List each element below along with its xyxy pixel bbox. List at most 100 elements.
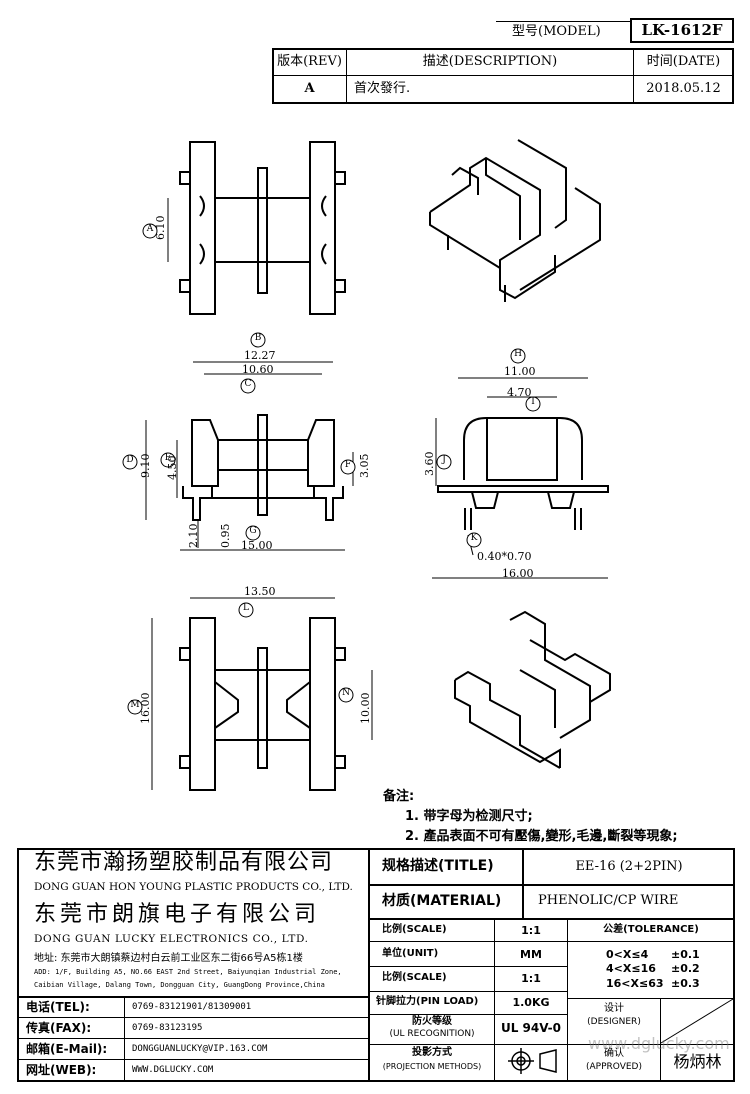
unit-label: 单位(UNIT) [382,948,439,959]
dim-value-g: 15.00 [241,539,273,552]
contacts-row-divider [18,1059,368,1060]
spec-row-divider [369,1014,567,1015]
desc-value: 首次發行. [354,81,411,96]
dim-value-i: 4.70 [507,386,532,399]
spec-row-divider [369,941,567,942]
title-label: 规格描述(TITLE) [382,858,494,874]
bottom-view-flange-left [189,617,216,791]
company-name-1-en: DONG GUAN HON YOUNG PLASTIC PRODUCTS CO.… [34,881,353,893]
bottom-view-center-flange [257,647,268,769]
title-row-divider [369,884,734,886]
dim-value-pin-w: 0.95 [219,523,232,549]
dim-value-m: 16.00 [139,692,152,725]
note-item: 1. 带字母为检测尺寸; [405,809,533,824]
contact-value: DONGGUANLUCKY@VIP.163.COM [132,1044,268,1054]
tolerance-range-2: 4<X≤16 [606,962,656,975]
tolerance-row-divider [567,941,734,942]
contact-value: WWW.DGLUCKY.COM [132,1065,214,1075]
dim-letter-e: E [164,453,172,463]
spec-col-divider-2 [567,919,568,1081]
company-name-1-cn: 东莞市瀚扬塑胶制品有限公司 [34,850,334,875]
tolerance-bottom-divider [567,998,734,999]
notes-title: 备注: [383,789,415,804]
contact-label: 电话(TEL): [26,1000,90,1014]
model-value: LK-1612F [641,21,723,39]
spec-row-divider [369,1044,734,1045]
model-label: 型号(MODEL) [512,24,601,39]
fire-label-en: (UL RECOGNITION) [389,1029,475,1039]
approved-label-en: (APPROVED) [586,1062,642,1072]
material-row-divider [369,918,734,920]
title-col-divider [522,849,524,918]
company-name-2-en: DONG GUAN LUCKY ELECTRONICS CO., LTD. [34,933,309,945]
dim-value-l: 13.50 [244,585,276,598]
title-block-main-divider [368,849,370,1081]
dim-value-e: 4.50 [166,455,179,481]
front-view-flange-left [191,419,219,487]
dim-value-a: 6.10 [154,215,167,241]
company-address-en-2: Caibian Village, Dalang Town, Dongguan C… [34,981,325,989]
revision-row-divider [273,75,733,76]
rev-value: A [304,81,315,96]
approved-label-cn: 确认 [604,1048,624,1059]
date-value: 2018.05.12 [646,81,721,96]
scale-value: 1:1 [521,924,541,937]
designer-label-cn: 设计 [604,1003,624,1014]
top-view-center-flange [257,167,268,294]
dim-letter-k: K [470,533,478,543]
projection-label-en: (PROJECTION METHODS) [382,1062,482,1071]
fire-label-cn: 防火等级 [412,1016,452,1027]
dim-letter-h: H [514,349,522,359]
revision-col-divider-1 [346,49,347,103]
model-line [496,21,631,22]
fire-value: UL 94V-0 [500,1021,561,1035]
designer-col-divider [660,998,661,1081]
dim-value-c: 10.60 [242,363,274,376]
dim-letter-l: L [243,603,249,613]
company-address-cn: 地址: 东莞市大朗镇蔡边村白云前工业区东二街66号A5栋1楼 [34,953,303,964]
contact-label: 邮箱(E-Mail): [26,1042,108,1056]
rev-label: 版本(REV) [277,54,342,69]
bottom-view-flange-right [309,617,336,791]
dim-letter-n: N [342,688,350,698]
top-view-flange-right [309,141,336,315]
scale2-label: 比例(SCALE) [382,972,447,983]
dim-value-n: 10.00 [359,692,372,725]
title-block-frame [17,848,735,1082]
unit-value: MM [520,948,542,961]
tolerance-range-3: 16<X≤63 [606,977,664,990]
spec-row-divider [369,991,567,992]
pin-load-label: 针脚拉力(PIN LOAD) [376,996,479,1007]
material-label: 材质(MATERIAL) [382,893,502,909]
dim-letter-g: G [249,526,257,536]
contact-value: 0769-83123195 [132,1023,203,1033]
model-box [630,18,734,43]
tolerance-value-1: ±0.1 [671,948,700,961]
dim-letter-i: I [531,397,535,407]
tolerance-value-3: ±0.3 [671,977,700,990]
front-view-center-flange [257,414,268,516]
contacts-row-divider [18,1017,368,1018]
dim-letter-f: F [344,460,352,470]
dim-value-j: 3.60 [423,451,436,477]
dim-letter-c: C [244,379,252,389]
scale-label: 比例(SCALE) [382,924,447,935]
front-view-flange-right [307,419,335,487]
title-value: EE-16 (2+2PIN) [575,859,683,874]
contacts-col-divider [124,997,125,1081]
iso-view-bottom [454,670,561,769]
dim-letter-a: A [146,224,154,234]
company-address-en-1: ADD: 1/F, Building A5, NO.66 EAST 2nd St… [34,968,342,976]
company-name-2-cn: 东莞市朗旗电子有限公司 [34,902,321,927]
dim-value-side-width: 16.00 [502,567,534,580]
dim-letter-b: B [254,333,262,343]
contacts-row-divider [18,1038,368,1039]
dim-value-f: 3.05 [358,453,371,479]
spec-row-divider [369,966,567,967]
dim-value-h: 11.00 [504,365,536,378]
top-view-flange-left [189,141,216,315]
scale2-value: 1:1 [521,972,541,985]
contact-label: 网址(WEB): [26,1063,97,1077]
note-item: 2. 產品表面不可有壓傷,變形,毛邊,斷裂等現象; [405,829,678,844]
